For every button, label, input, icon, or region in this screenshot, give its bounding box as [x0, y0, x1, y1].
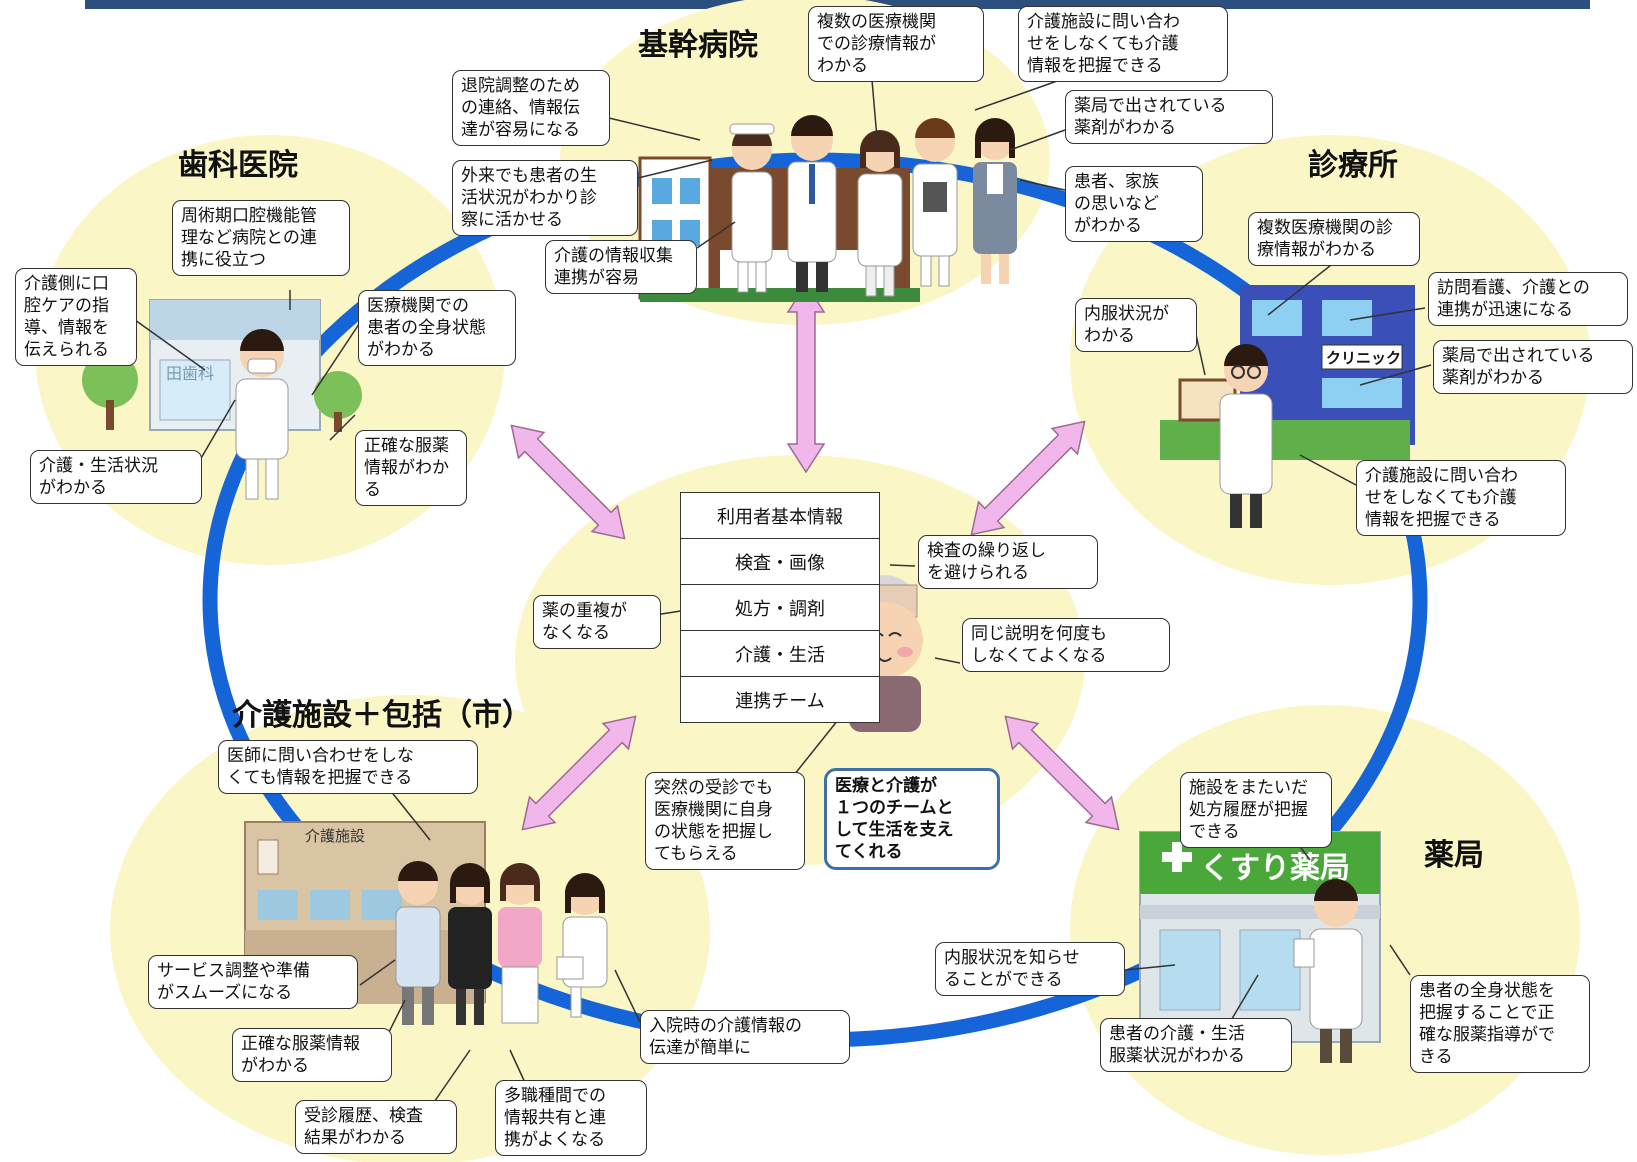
bubble-visiting-nurse: 訪問看護、介護との 連携が迅速になる [1428, 272, 1628, 326]
bubble-hospital-pharmacy-meds: 薬局で出されている 薬剤がわかる [1065, 90, 1273, 144]
bubble-sudden-visit: 突然の受診でも 医療機関に自身 の状態を把握し てもらえる [645, 772, 805, 870]
bubble-clinic-internal-meds: 内服状況が わかる [1075, 298, 1197, 352]
bubble-care-info-collection: 介護の情報収集 連携が容易 [545, 240, 697, 294]
bubble-family-wishes: 患者、家族 の思いなど がわかる [1065, 166, 1203, 242]
bubble-perioperative: 周術期口腔機能管 理など病院との連 携に役立つ [172, 200, 350, 276]
pharmacist-illustration [1293, 879, 1363, 1063]
bubble-discharge-coordination: 退院調整のため の連絡、情報伝 達が容易になる [452, 70, 610, 146]
dental-sign: 田歯科 [166, 364, 214, 383]
bubble-visit-history: 受診履歴、検査 結果がわかる [295, 1100, 457, 1154]
bubble-admission-info: 入院時の介護情報の 伝達が簡単に [640, 1010, 850, 1064]
heading-dental-clinic: 歯科医院 [178, 148, 298, 183]
heading-core-hospital: 基幹病院 [638, 28, 758, 63]
table-row-basic-info: 利用者基本情報 [717, 506, 843, 528]
pharmacy-sign: くすり薬局 [1200, 851, 1350, 886]
dental-building-illustration: 田歯科 [82, 299, 362, 432]
bubble-dental-accurate-meds: 正確な服薬 情報がわか る [355, 430, 467, 506]
bubble-care-accurate-meds: 正確な服薬情報 がわかる [232, 1028, 392, 1082]
bubble-no-repeat-explanation: 同じ説明を何度も しなくてよくなる [962, 618, 1170, 672]
bubble-care-life-meds: 患者の介護・生活 服薬状況がわかる [1100, 1018, 1292, 1072]
arrow-pharmacy-center [1004, 715, 1120, 831]
bubble-dental-general-condition: 医療機関での 患者の全身状態 がわかる [358, 290, 516, 366]
bubble-clinic-care-facility-info: 介護施設に問い合わ せをしなくても介護 情報を把握できる [1356, 460, 1566, 536]
arrow-clinic-center [970, 420, 1086, 536]
heading-care-facility: 介護施設＋包括（市） [232, 698, 532, 733]
bubble-inform-meds: 内服状況を知らせ ることができる [935, 942, 1125, 996]
bubble-prescription-history: 施設をまたいだ 処方履歴が把握 できる [1180, 772, 1332, 848]
dentist-illustration [235, 329, 289, 500]
bubble-one-team: 医療と介護が １つのチームと して生活を支え てくれる [824, 768, 1000, 870]
care-staff-illustration [395, 861, 608, 1025]
clinic-doctor-illustration [1219, 344, 1273, 528]
care-facility-sign: 介護施設 [305, 827, 365, 845]
bubble-service-adjust: サービス調整や準備 がスムーズになる [148, 955, 358, 1009]
bubble-outpatient-life: 外来でも患者の生 活状況がわかり診 察に活かせる [452, 160, 638, 236]
heading-pharmacy: 薬局 [1424, 838, 1484, 873]
heading-clinic: 診療所 [1308, 148, 1398, 183]
table-row-tests-images: 検査・画像 [681, 538, 879, 584]
bubble-hospital-care-facility-info: 介護施設に問い合わ せをしなくても介護 情報を把握できる [1018, 6, 1228, 82]
shared-info-table: 利用者基本情報 検査・画像 処方・調剤 介護・生活 連携チーム [680, 492, 880, 723]
arrow-care-center [521, 715, 637, 831]
table-row-care-life: 介護・生活 [681, 630, 879, 676]
bubble-hospital-multi-institution: 複数の医療機関 での診療情報が わかる [808, 6, 984, 82]
bubble-dental-care-life: 介護・生活状況 がわかる [30, 450, 202, 504]
connection-arrows [510, 282, 1120, 831]
bubble-no-duplicate-meds: 薬の重複が なくなる [533, 595, 661, 649]
clinic-sign: クリニック [1326, 349, 1401, 367]
hospital-staff-illustration [729, 115, 1017, 297]
table-row-team: 連携チーム [681, 676, 879, 722]
bubble-avoid-repeat-tests: 検査の繰り返し を避けられる [918, 535, 1098, 589]
bubble-multi-profession: 多職種間での 情報共有と連 携がよくなる [495, 1080, 647, 1156]
table-row-prescriptions: 処方・調剤 [681, 584, 879, 630]
bubble-whole-body-guidance: 患者の全身状態を 把握することで正 確な服薬指導がで きる [1410, 975, 1590, 1073]
bubble-clinic-multi-institution: 複数医療機関の診 療情報がわかる [1248, 212, 1420, 266]
bubble-no-doctor-inquiry: 医師に問い合わせをしな くても情報を把握できる [218, 740, 478, 794]
bubble-oral-care: 介護側に口 腔ケアの指 導、情報を 伝えられる [15, 268, 137, 366]
bubble-clinic-pharmacy-meds: 薬局で出されている 薬剤がわかる [1433, 340, 1633, 394]
arrow-dental-center [510, 424, 626, 540]
arrow-hospital-center [786, 282, 826, 474]
